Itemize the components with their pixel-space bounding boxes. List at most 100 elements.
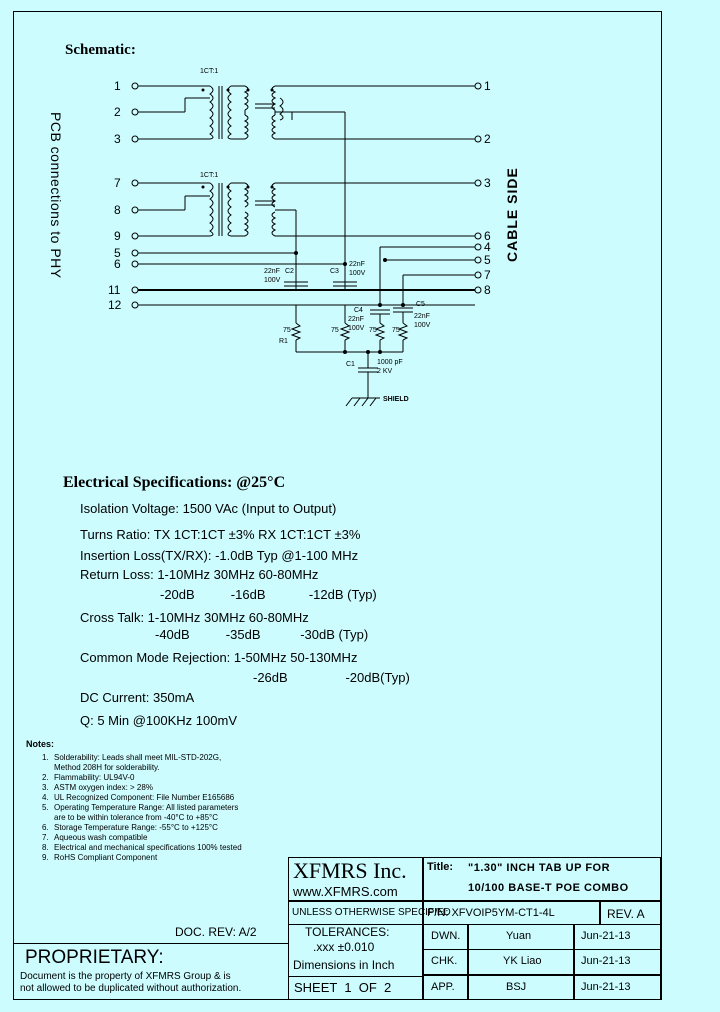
note-item: 1. Solderability: Leads shall meet MIL-ST…: [42, 753, 242, 763]
spec-turns-ratio: Turns Ratio: TX 1CT:1CT ±3% RX 1CT:1CT ±…: [80, 527, 361, 542]
dwn-label: DWN.: [431, 930, 461, 942]
spec-dc-current: DC Current: 350mA: [80, 690, 195, 705]
c3-value2: 100V: [349, 270, 366, 277]
note-number: 6.: [42, 823, 49, 832]
app-date: Jun-21-13: [581, 981, 631, 993]
dimensions-unit: Dimensions in Inch: [293, 958, 395, 972]
company-website: www.XFMRS.com: [293, 884, 398, 899]
app-label-cell: APP.: [423, 975, 468, 1000]
app-date-cell: Jun-21-13: [574, 975, 661, 1000]
note-number: 9.: [42, 853, 49, 862]
spec-isolation: Isolation Voltage: 1500 VAc (Input to Ou…: [80, 501, 337, 516]
spec-cross-talk-freq: Cross Talk: 1-10MHz 30MHz 60-80MHz: [80, 610, 309, 625]
r1-name: R1: [279, 338, 288, 345]
schematic-title: Schematic:: [65, 42, 136, 58]
proprietary-line-1: Document is the property of XFMRS Group …: [20, 971, 231, 982]
chk-label-cell: CHK.: [423, 950, 468, 975]
c1-name: C1: [346, 361, 355, 368]
spec-cmr-values: -26dB -20dB(Typ): [253, 670, 410, 685]
c5-name: C5: [416, 301, 425, 308]
title-line-2: 10/100 BASE-T POE COMBO: [468, 882, 629, 894]
app-name-cell: BSJ: [468, 975, 574, 1000]
ratio-label-2: 1CT:1: [200, 172, 218, 179]
c1-value2: 2 KV: [377, 368, 393, 375]
part-number: P/N: XFVOIP5YM-CT1-4L: [427, 907, 555, 919]
note-number: 1.: [42, 753, 49, 762]
chk-date: Jun-21-13: [581, 955, 631, 967]
title-label: Title:: [427, 861, 454, 873]
spec-insertion-loss: Insertion Loss(TX/RX): -1.0dB Typ @1-100…: [80, 548, 359, 563]
c2-name: C2: [285, 268, 294, 275]
c3-value1: 22nF: [349, 261, 365, 268]
dwn-name-cell: Yuan: [468, 925, 574, 950]
title-box: Title: "1.30" INCH TAB UP FOR 10/100 BAS…: [423, 857, 661, 901]
chk-name-cell: YK Liao: [468, 950, 574, 975]
note-text: Storage Temperature Range: -55°C to +125…: [54, 823, 218, 832]
r-value-1: 75: [283, 327, 291, 334]
sheet-box: SHEET 1 OF 2: [288, 976, 423, 1000]
right-pin-7: 7: [484, 268, 491, 282]
note-number: 8.: [42, 843, 49, 852]
dwn-date: Jun-21-13: [581, 930, 631, 942]
note-item: Method 208H for solderability.: [42, 763, 242, 773]
note-text: RoHS Compliant Component: [54, 853, 158, 862]
left-pin-2: 2: [114, 105, 121, 119]
note-text: UL Recognized Component: File Number E16…: [54, 793, 235, 802]
right-pin-6: 6: [484, 229, 491, 243]
note-text: Operating Temperature Range: All listed …: [54, 803, 239, 812]
proprietary-text: Document is the property of XFMRS Group …: [20, 971, 241, 995]
tolerance-value: .xxx ±0.010: [313, 940, 375, 954]
c5-value1: 22nF: [414, 313, 430, 320]
c5-value2: 100V: [414, 322, 431, 329]
note-item: 3.ASTM oxygen index: > 28%: [42, 783, 242, 793]
r-value-3: 75: [369, 327, 377, 334]
right-pin-2: 2: [484, 132, 491, 146]
rev-box: REV. A: [600, 901, 661, 925]
schematic-diagram: 1 2 3 7 8 9 5 6 11 12 1 2 3 6 4 5 7 8 1C…: [108, 68, 491, 407]
left-pin-1: 1: [114, 79, 121, 93]
unless-text: UNLESS OTHERWISE SPECIFIED: [292, 907, 451, 918]
note-item: 2.Flammability: UL94V-0: [42, 773, 242, 783]
tolerance-box: TOLERANCES: .xxx ±0.010 Dimensions in In…: [288, 925, 423, 977]
note-text: Solderability: Leads shall meet MIL-STD-…: [54, 753, 222, 762]
left-pin-5: 5: [114, 246, 121, 260]
note-text: are to be within tolerance from -40°C to…: [54, 813, 219, 822]
doc-revision: DOC. REV: A/2: [175, 925, 257, 939]
left-pin-11: 11: [108, 283, 121, 297]
note-item: 7.Aqueous wash compatible: [42, 833, 242, 843]
note-item: 6. Storage Temperature Range: -55°C to +1…: [42, 823, 242, 833]
company-name: XFMRS Inc.: [293, 858, 407, 883]
dwn-label-cell: DWN.: [423, 925, 468, 950]
sheet-number: SHEET 1 OF 2: [294, 980, 392, 995]
r-value-2: 75: [331, 327, 339, 334]
note-item: 8. Electrical and mechanical specificatio…: [42, 843, 242, 853]
note-item: are to be within tolerance from -40°C to…: [42, 813, 242, 823]
dwn-date-cell: Jun-21-13: [574, 925, 661, 950]
company-box: XFMRS Inc. www.XFMRS.com: [288, 857, 423, 901]
spec-cmr-freq: Common Mode Rejection: 1-50MHz 50-130MHz: [80, 650, 358, 665]
note-text: Method 208H for solderability.: [54, 763, 160, 772]
c1-value1: 1000 pF: [377, 359, 403, 366]
note-item: 5.Operating Temperature Range: All liste…: [42, 803, 242, 813]
right-pin-8: 8: [484, 283, 491, 297]
unless-box: UNLESS OTHERWISE SPECIFIED: [288, 901, 451, 925]
right-pin-1: 1: [484, 79, 491, 93]
spec-q: Q: 5 Min @100KHz 100mV: [80, 713, 237, 728]
app-name: BSJ: [506, 981, 527, 993]
proprietary-box: [13, 943, 288, 1000]
dwn-name: Yuan: [506, 930, 532, 942]
notes-list: 1. Solderability: Leads shall meet MIL-ST…: [42, 753, 242, 863]
shield-label: SHIELD: [383, 396, 409, 403]
chk-date-cell: Jun-21-13: [574, 950, 661, 975]
spec-return-loss-freq: Return Loss: 1-10MHz 30MHz 60-80MHz: [80, 567, 319, 582]
right-pin-4: 4: [484, 240, 491, 254]
proprietary-line-2: not allowed to be duplicated without aut…: [20, 983, 242, 994]
note-text: Aqueous wash compatible: [54, 833, 148, 842]
spec-return-loss-values: -20dB -16dB -12dB (Typ): [160, 587, 377, 602]
note-text: Electrical and mechanical specifications…: [54, 843, 242, 852]
left-pin-3: 3: [114, 132, 121, 146]
note-number: 2.: [42, 773, 49, 782]
revision: REV. A: [607, 907, 645, 921]
note-text: ASTM oxygen index: > 28%: [54, 783, 153, 792]
note-item: 9. RoHS Compliant Component: [42, 853, 242, 863]
